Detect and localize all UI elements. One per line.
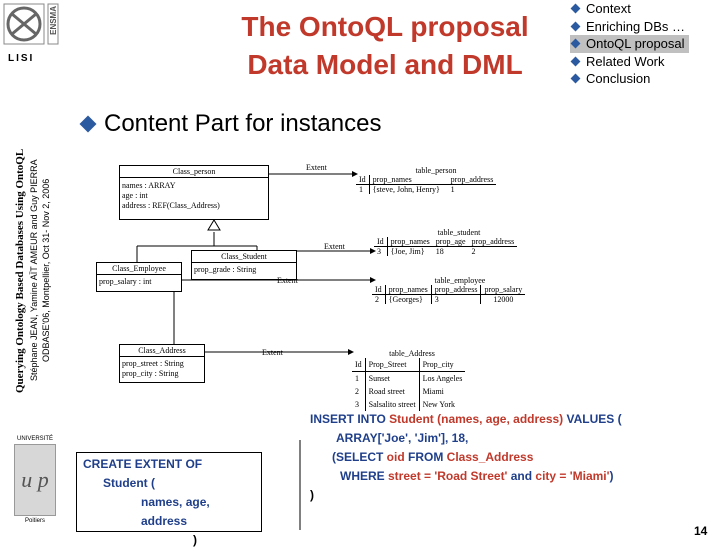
create-extent-line: CREATE EXTENT OF	[83, 457, 203, 471]
class-student-name: Class_Student	[192, 251, 296, 263]
table-address: table_Address Id Prop_Street Prop_city 1…	[352, 349, 472, 411]
slide-title: The OntoQL proposal Data Model and DML	[215, 8, 555, 84]
class-address-name: Class_Address	[120, 345, 204, 357]
class-student-attr: prop_grade : String	[194, 265, 257, 274]
table-header: prop_names	[369, 175, 448, 185]
class-address-attr: prop_city : String	[122, 369, 179, 378]
table-header: Id	[372, 285, 386, 295]
table-header: prop_address	[468, 237, 518, 247]
nav-item-conclusion[interactable]: Conclusion	[570, 70, 689, 88]
table-employee: table_employee Id prop_names prop_addres…	[372, 276, 548, 304]
arrowhead-icon	[352, 171, 358, 177]
table-cell: 3	[352, 398, 366, 411]
create-extent-line: Student (	[103, 476, 155, 490]
table-header: prop_age	[432, 237, 469, 247]
table-cell: 1	[356, 184, 370, 194]
table-header: prop_names	[387, 237, 433, 247]
extent-label-address: Extent	[262, 348, 283, 357]
table-student-caption: table_student	[437, 228, 481, 237]
insert-line-4: WHERE street = 'Road Street' and city = …	[340, 469, 614, 483]
extent-label-person: Extent	[306, 163, 327, 172]
insert-line-3: (SELECT oid FROM Class_Address	[332, 450, 534, 464]
nav-item-ontoql-proposal[interactable]: OntoQL proposal	[570, 35, 689, 53]
section-heading: Content Part for instances	[79, 110, 381, 138]
table-cell: 3	[431, 294, 482, 304]
class-person-attr: names : ARRAY	[122, 181, 176, 190]
table-cell: 1	[450, 185, 455, 194]
table-header: prop_salary	[480, 285, 526, 295]
class-student-box: Class_Student prop_grade : String	[191, 250, 297, 280]
extent-label-employee: Extent	[277, 276, 298, 285]
nav-item-related-work[interactable]: Related Work	[570, 53, 689, 71]
table-person: table_person Id prop_names prop_address …	[356, 166, 516, 194]
table-header: Prop_Street	[365, 358, 420, 372]
title-line-1: The OntoQL proposal	[241, 11, 529, 42]
class-address-attr: prop_street : String	[122, 359, 184, 368]
table-header: Id	[352, 358, 366, 372]
nav-item-context[interactable]: Context	[570, 0, 689, 18]
table-cell: Salsalito street	[365, 398, 420, 411]
table-cell: 2	[372, 294, 386, 304]
insert-line-5: )	[310, 488, 314, 502]
nav-item-enriching-dbs[interactable]: Enriching DBs …	[570, 18, 689, 36]
table-cell: 18	[435, 247, 444, 256]
table-cell: New York	[422, 400, 456, 409]
class-person-attr: age : int	[122, 191, 148, 200]
table-cell: 3	[374, 246, 388, 256]
lisi-logo: LISI ENSMA	[2, 2, 60, 64]
page-number: 14	[694, 524, 708, 538]
table-cell: 1	[352, 371, 366, 385]
poitiers-logo-top-text: UNIVERSITÉ	[16, 436, 53, 442]
table-address-caption: table_Address	[389, 349, 435, 358]
insert-line-2: ARRAY['Joe', 'Jim'], 18,	[336, 431, 469, 445]
table-cell: 2	[471, 247, 476, 256]
title-line-2: Data Model and DML	[247, 49, 523, 80]
table-cell: {Joe, Jim}	[390, 247, 425, 256]
insert-statement: INSERT INTO Student (names, age, address…	[310, 410, 670, 505]
lisi-logo-text: LISI	[8, 53, 35, 64]
table-header: prop_names	[385, 285, 432, 295]
table-student: table_student Id prop_names prop_age pro…	[374, 228, 544, 256]
table-cell: {steve, John, Henry}	[372, 185, 440, 194]
class-employee-box: Class_Employee prop_salary : int	[96, 262, 182, 292]
poitiers-logo: UNIVERSITÉ u p Poitiers	[10, 436, 60, 528]
table-header: Id	[356, 175, 370, 185]
create-extent-statement: CREATE EXTENT OF Student ( names, age, a…	[76, 452, 262, 547]
class-person-box: Class_person names : ARRAY age : int add…	[119, 165, 269, 220]
inheritance-triangle-icon	[207, 219, 221, 231]
class-address-box: Class_Address prop_street : String prop_…	[119, 344, 205, 383]
table-cell: 12000	[493, 295, 514, 304]
table-cell: Sunset	[365, 371, 420, 385]
table-cell: {Georges}	[385, 294, 432, 304]
poitiers-logo-bottom-text: Poitiers	[24, 518, 45, 524]
create-extent-line: )	[193, 533, 197, 547]
table-cell: Los Angeles	[422, 374, 463, 383]
class-employee-name: Class_Employee	[97, 263, 181, 275]
class-person-attr: address : REF(Class_Address)	[122, 201, 220, 210]
lisi-emblem-icon	[3, 3, 59, 45]
table-header: Prop_city	[419, 358, 466, 372]
arrowhead-icon	[370, 248, 376, 254]
table-header: prop_address	[431, 285, 482, 295]
table-person-caption: table_person	[415, 166, 457, 175]
extent-label-student: Extent	[324, 242, 345, 251]
poitiers-logo-mark: u p	[14, 444, 56, 516]
insert-line-1: INSERT INTO Student (names, age, address…	[310, 412, 622, 426]
arrowhead-icon	[370, 277, 376, 283]
outline-nav: Context Enriching DBs … OntoQL proposal …	[570, 0, 689, 88]
table-cell: Road street	[365, 385, 420, 398]
table-cell: Miami	[422, 387, 444, 396]
table-header: Id	[374, 237, 388, 247]
table-employee-caption: table_employee	[434, 276, 486, 285]
table-cell: 2	[352, 385, 366, 398]
class-person-name: Class_person	[120, 166, 268, 178]
class-employee-attr: prop_salary : int	[99, 277, 152, 286]
create-extent-line: names, age, address	[141, 495, 210, 528]
table-header: prop_address	[447, 175, 497, 185]
arrowhead-icon	[348, 349, 354, 355]
